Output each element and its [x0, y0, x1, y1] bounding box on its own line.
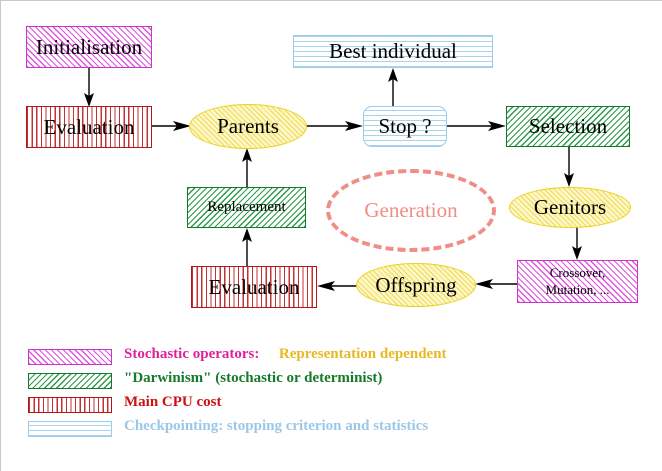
edge-evaluation-to-replacement — [242, 228, 252, 266]
legend-label-stochastic-operators: Stochastic operators: Representation dep… — [124, 346, 447, 363]
node-genitors[interactable]: Genitors — [509, 187, 631, 228]
edge-stop-to-best-individual — [388, 68, 398, 106]
node-offspring-label: Offspring — [375, 272, 457, 297]
node-best-individual[interactable]: Best individual — [293, 35, 493, 68]
node-parents-label: Parents — [217, 114, 279, 139]
legend-label-main-cpu-cost: Main CPU cost — [124, 394, 222, 410]
node-variation[interactable]: Crossover, Mutation, ... — [517, 260, 638, 303]
node-evaluation-top[interactable]: Evaluation — [26, 106, 152, 148]
node-genitors-label: Genitors — [533, 195, 607, 220]
node-offspring[interactable]: Offspring — [356, 263, 476, 307]
node-variation-label-line1: Crossover, — [549, 265, 606, 281]
node-replacement-label: Replacement — [207, 198, 286, 215]
node-replacement[interactable]: Replacement — [187, 187, 306, 228]
node-evaluation-bottom[interactable]: Evaluation — [191, 266, 317, 308]
node-initialisation-label: Initialisation — [35, 34, 143, 59]
edge-parents-to-stop — [306, 121, 363, 131]
node-evaluation-bottom-label: Evaluation — [208, 274, 300, 299]
node-generation-boundary: Generation — [326, 169, 496, 252]
node-evaluation-top-label: Evaluation — [43, 114, 135, 139]
edge-stop-to-selection — [447, 121, 506, 131]
node-parents[interactable]: Parents — [189, 104, 307, 149]
node-best-individual-label: Best individual — [329, 39, 457, 64]
edge-offspring-to-evaluation — [317, 281, 357, 291]
edge-initialisation-to-evaluation — [84, 68, 94, 107]
node-selection[interactable]: Selection — [506, 106, 630, 147]
legend-swatch-stochastic-operators — [28, 349, 112, 365]
legend-label-secondary-0: Representation dependent — [278, 346, 447, 362]
edge-replacement-to-parents — [242, 148, 252, 187]
node-initialisation[interactable]: Initialisation — [26, 26, 152, 68]
legend-swatch-darwinism — [28, 373, 112, 389]
edge-selection-to-genitors — [564, 147, 574, 187]
edge-evaluation-to-parents — [151, 121, 191, 131]
legend-swatch-main-cpu-cost — [28, 397, 112, 413]
legend-label-checkpointing: Checkpointing: stopping criterion and st… — [124, 418, 429, 434]
node-generation-label: Generation — [364, 198, 458, 222]
legend-label-primary-0: Stochastic operators: — [124, 346, 260, 362]
node-stop[interactable]: Stop ? — [363, 106, 447, 147]
node-selection-label: Selection — [528, 114, 608, 139]
legend-swatch-checkpointing — [28, 421, 112, 437]
node-variation-label-line2: Mutation, ... — [545, 281, 610, 297]
node-stop-label: Stop ? — [378, 114, 432, 139]
edge-genitors-to-variation — [572, 227, 582, 260]
edge-variation-to-offspring — [475, 279, 517, 289]
legend-label-darwinism: "Darwinism" (stochastic or determinist) — [124, 370, 383, 386]
